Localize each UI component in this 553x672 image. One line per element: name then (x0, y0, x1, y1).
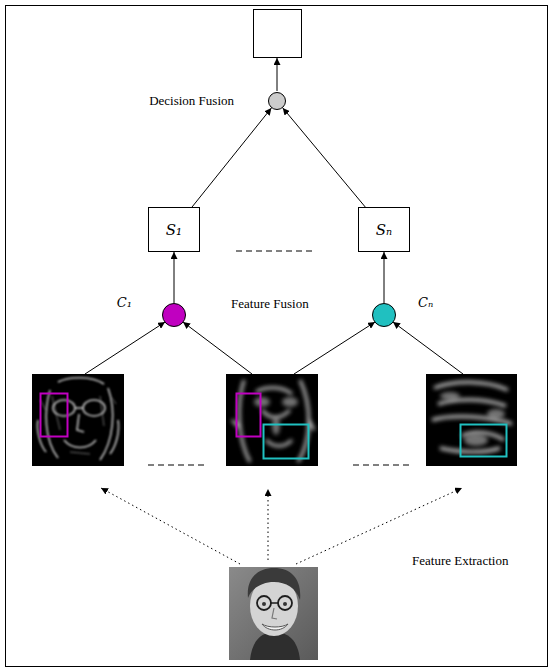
face-photo (229, 567, 318, 660)
connector (283, 108, 366, 207)
ellipsis-dash (353, 465, 410, 466)
decision-fusion-node: Decision Fusion (268, 92, 286, 110)
ellipsis-dash (148, 465, 204, 466)
node-text: S₁ (166, 221, 182, 239)
feature-fusion-node: Cₙ (372, 303, 396, 327)
stage-label: Feature Fusion (231, 296, 309, 312)
ellipsis-dash (236, 251, 312, 252)
circle-shape (269, 93, 286, 110)
output-arrow (277, 58, 278, 91)
feature-fusion-node: C₁ (162, 303, 186, 327)
feature-image (426, 374, 517, 466)
node-label: C₁ (117, 295, 132, 311)
output-box (254, 10, 302, 58)
connector (174, 252, 175, 303)
classifier-box: S₁ (148, 207, 200, 252)
extraction-arrows (101, 488, 462, 564)
connector (384, 252, 385, 303)
feature-lines (85, 322, 463, 374)
node-label: Cₙ (418, 295, 433, 311)
connector (192, 108, 271, 207)
stage-label: Feature Extraction (412, 553, 508, 569)
node-label: Decision Fusion (149, 93, 234, 109)
circle-outline (372, 303, 396, 327)
circle-outline (162, 303, 186, 327)
feature-image (32, 374, 124, 466)
outer-frame (6, 6, 548, 667)
circle-shape (373, 304, 396, 327)
circle-shape (163, 304, 186, 327)
feature-image (226, 374, 318, 466)
circle-outline (268, 92, 286, 110)
classifier-box: Sₙ (358, 207, 410, 252)
node-text: Sₙ (376, 221, 392, 239)
